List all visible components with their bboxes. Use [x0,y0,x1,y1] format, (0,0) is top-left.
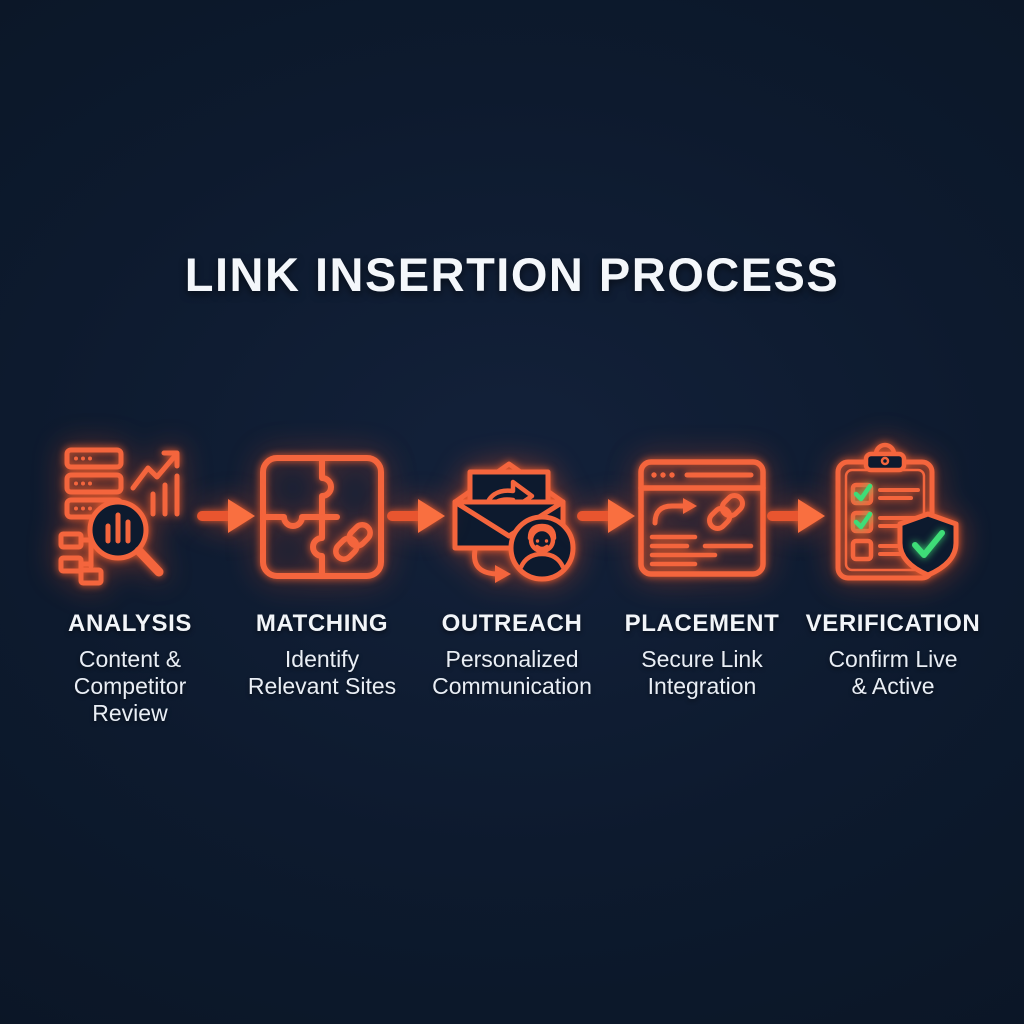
page-title: LINK INSERTION PROCESS [184,248,840,301]
step-matching-label: MATCHING [255,610,389,637]
arrow-right-icon [196,492,260,540]
step-matching-description: Identify Relevant Sites [247,646,397,699]
outreach-icon [432,438,592,598]
step-outreach-description: Personalized Communication [432,646,592,699]
step-analysis-description: Content & Competitor Review [73,646,187,726]
step-placement-label: PLACEMENT [624,610,780,637]
step-outreach-label: OUTREACH [441,610,583,637]
arrow-right-icon [386,492,450,540]
matching-icon [242,438,402,598]
verification-icon [813,438,973,598]
step-analysis: ANALYSIS Content & Competitor Review [25,438,235,727]
arrow-right-icon [766,492,830,540]
analysis-icon [50,438,210,598]
placement-icon [622,438,782,598]
step-verification: VERIFICATION Confirm Live & Active [788,438,998,700]
step-placement: PLACEMENT Secure Link Integration [597,438,807,700]
step-verification-description: Confirm Live & Active [828,646,958,699]
arrow-right-icon [576,492,640,540]
step-analysis-label: ANALYSIS [68,610,192,637]
step-placement-description: Secure Link Integration [641,646,763,699]
step-verification-label: VERIFICATION [805,610,981,637]
step-outreach: OUTREACH Personalized Communication [407,438,617,700]
step-matching: MATCHING Identify Relevant Sites [217,438,427,700]
